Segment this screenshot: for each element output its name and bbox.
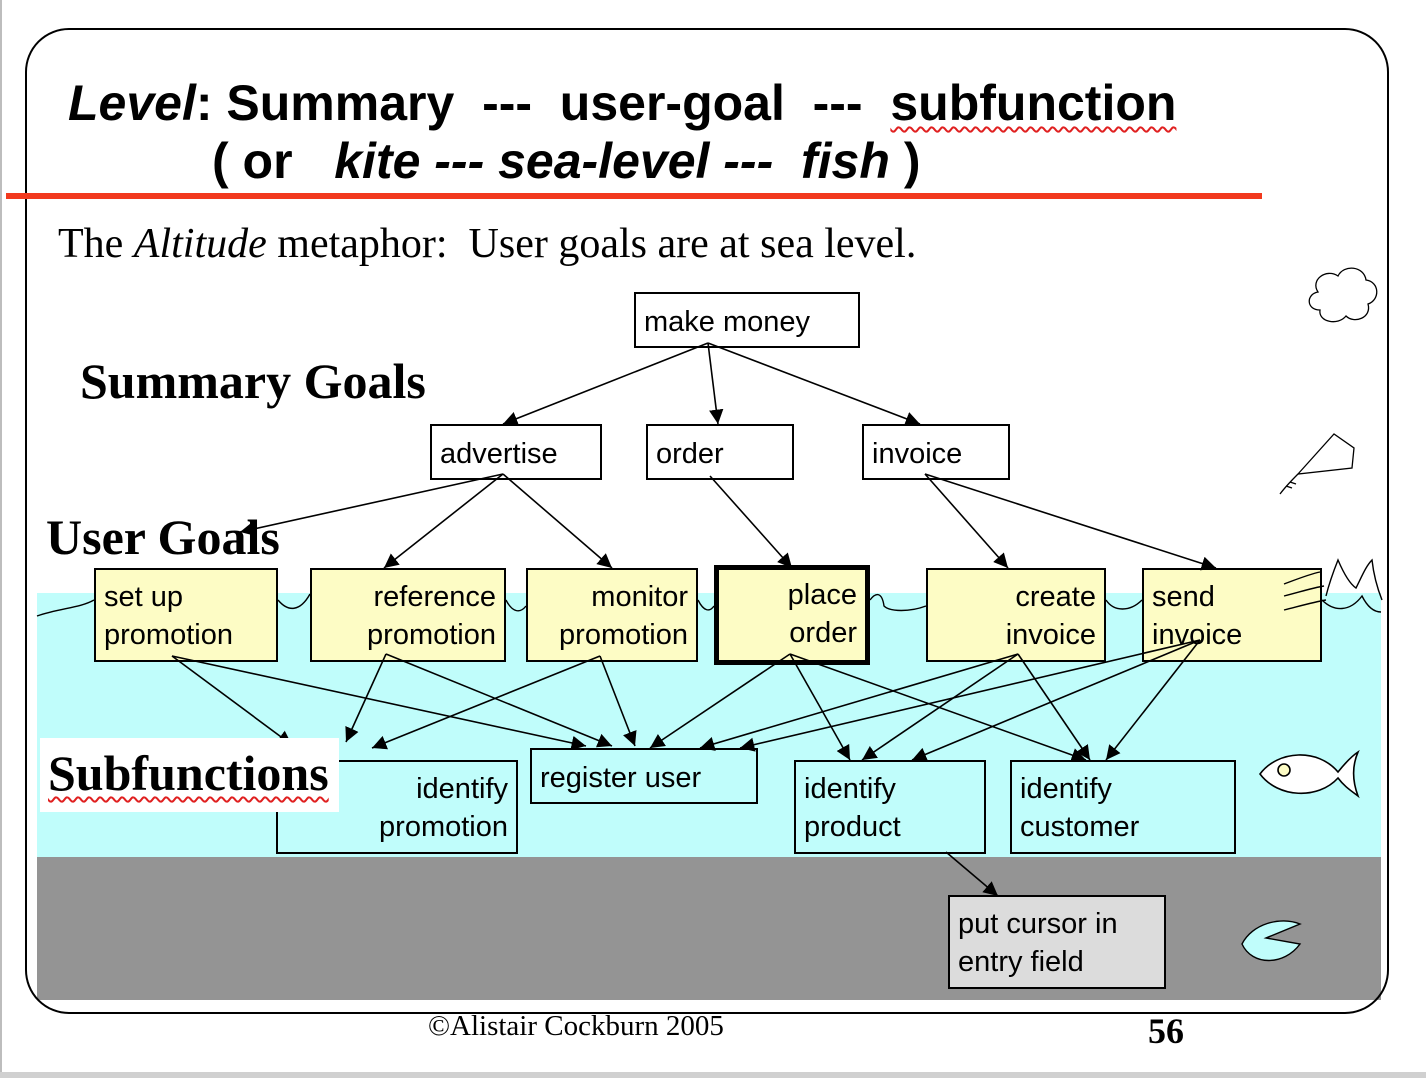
- arrow: [911, 639, 1201, 762]
- subtitle: The Altitude metaphor: User goals are at…: [58, 220, 916, 268]
- node-advertise: advertise: [430, 424, 602, 480]
- arrow: [945, 851, 999, 897]
- node-label: invoice: [1005, 619, 1096, 651]
- arrow: [171, 655, 587, 750]
- node-make-money: make money: [634, 292, 860, 348]
- node-register-user: register user: [530, 748, 758, 804]
- arrow: [739, 639, 1201, 752]
- subtitle-after: metaphor: User goals are at sea level.: [266, 221, 917, 267]
- subtitle-italic: Altitude: [133, 221, 267, 267]
- node-label: promotion: [367, 619, 496, 651]
- node-label: identify: [1020, 773, 1112, 805]
- arrow: [171, 655, 293, 746]
- arrow: [1017, 653, 1091, 761]
- arrow: [709, 475, 793, 569]
- node-label: promotion: [379, 811, 508, 843]
- title-line-2: ( or kite --- sea-level --- fish ): [212, 136, 920, 186]
- arrow: [707, 342, 921, 426]
- node-label: order: [789, 617, 857, 649]
- title-line-2-italic: kite --- sea-level --- fish: [334, 133, 890, 189]
- level-summary-goals: Summary Goals: [80, 353, 426, 409]
- node-label: entry field: [958, 946, 1084, 978]
- arrow: [239, 473, 504, 536]
- arrow: [924, 473, 1217, 571]
- subtitle-before: The: [58, 221, 134, 267]
- clam-icon: [1241, 920, 1302, 962]
- level-subfunctions-text: Subfunctions: [48, 745, 329, 801]
- node-label: invoice: [872, 438, 963, 470]
- title-line-1-rest: : Summary --- user-goal ---: [195, 75, 891, 131]
- kite-icon: [1279, 433, 1355, 495]
- arrow: [371, 655, 601, 750]
- node-label: reference: [373, 581, 496, 613]
- arrow: [789, 653, 1087, 762]
- arrow: [699, 653, 1019, 751]
- node-label: set up: [104, 581, 183, 613]
- node-invoice: invoice: [862, 424, 1010, 480]
- arrow: [924, 473, 1009, 569]
- arrow: [383, 473, 504, 569]
- title-line-2-open: ( or: [212, 133, 335, 189]
- arrow: [789, 653, 851, 761]
- cloud-icon: [1308, 267, 1378, 323]
- node-create-invoice: create invoice: [926, 568, 1106, 662]
- node-label: customer: [1020, 811, 1140, 843]
- title-line-2-close: ): [889, 133, 921, 189]
- node-label: place: [787, 579, 857, 611]
- node-label: put cursor in: [958, 908, 1118, 940]
- title-subfunction-word: subfunction: [890, 75, 1177, 131]
- title-line-1: Level: Summary --- user-goal --- subfunc…: [68, 78, 1176, 128]
- node-label: product: [804, 811, 901, 843]
- arrow: [649, 653, 791, 749]
- node-label: register user: [540, 762, 702, 794]
- bottom-edge: [0, 1072, 1426, 1078]
- waves-icon: [36, 558, 1383, 617]
- node-set-up-promotion: set up promotion: [94, 568, 278, 662]
- page-number: 56: [1148, 1011, 1184, 1051]
- node-label: promotion: [104, 619, 233, 651]
- node-place-order: place order: [714, 565, 870, 665]
- node-label: identify: [804, 773, 896, 805]
- node-put-cursor: put cursor in entry field: [948, 895, 1166, 989]
- arrow: [707, 342, 724, 425]
- slide-frame: [25, 28, 1389, 1014]
- node-reference-promotion: reference promotion: [310, 568, 506, 662]
- node-monitor-promotion: monitor promotion: [526, 568, 698, 662]
- level-subfunctions: Subfunctions: [40, 738, 339, 812]
- arrow: [502, 342, 709, 426]
- left-edge: [0, 0, 2, 1078]
- node-identify-product: identify product: [794, 760, 986, 854]
- title-underline: [6, 193, 1262, 199]
- title-level-label: Level: [68, 75, 196, 131]
- node-label: create: [1015, 581, 1096, 613]
- node-label: make money: [644, 306, 811, 338]
- arrow: [345, 653, 387, 743]
- node-label: monitor: [591, 581, 688, 613]
- node-order: order: [646, 424, 794, 480]
- arrow: [599, 655, 637, 747]
- node-label: order: [656, 438, 724, 470]
- node-label: advertise: [440, 438, 558, 470]
- node-label: send: [1152, 581, 1215, 613]
- node-label: identify: [416, 773, 508, 805]
- footer-copyright: ©Alistair Cockburn 2005: [428, 1010, 724, 1042]
- arrow: [861, 653, 1019, 761]
- node-identify-customer: identify customer: [1010, 760, 1236, 854]
- node-label: invoice: [1152, 619, 1243, 651]
- arrow: [385, 653, 613, 748]
- arrow: [502, 473, 613, 569]
- fish-icon: [1258, 749, 1360, 799]
- level-user-goals: User Goals: [46, 509, 280, 565]
- arrow: [1105, 639, 1201, 761]
- node-label: promotion: [559, 619, 688, 651]
